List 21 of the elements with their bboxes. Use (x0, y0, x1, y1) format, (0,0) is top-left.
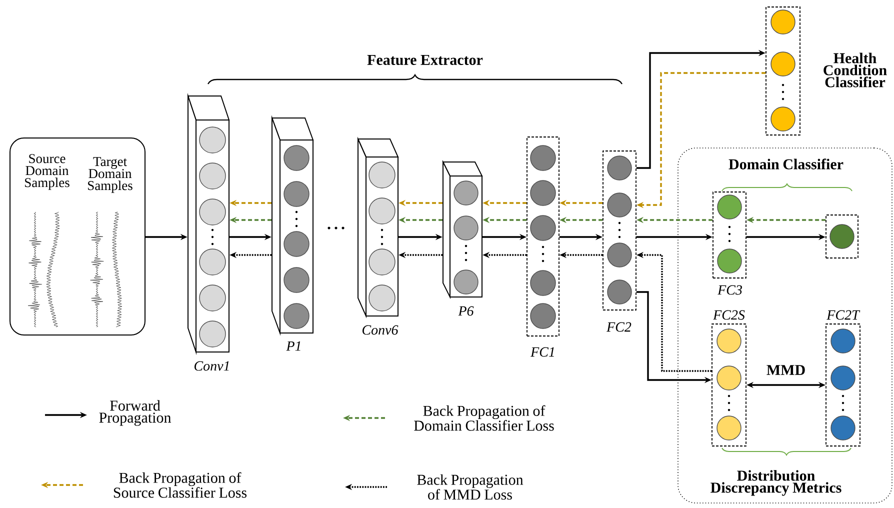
panel-text: Source Domain Samples (25, 154, 70, 190)
legend-text: Forward Propagation (99, 400, 172, 426)
layer-label: FC1 (530, 347, 554, 357)
legend-text: Back Propagation of Domain Classifier Loss (414, 405, 554, 431)
layer-label: FC2T (826, 310, 860, 320)
layer-label: Conv1 (194, 361, 229, 371)
edge-label: MMD (766, 365, 805, 375)
layer-column (826, 214, 858, 258)
layer-label: P6 (458, 306, 474, 316)
layer-label: P1 (286, 341, 300, 351)
panel-text: Target Domain Samples (88, 157, 132, 193)
layer-label: Conv6 (362, 325, 398, 335)
region-title: Distribution Discrepancy Metrics (710, 470, 842, 496)
layer-label: FC3 (717, 285, 742, 295)
legend-text: Back Propagation of Source Classifier Loss (114, 472, 247, 498)
layer-label: FC2S (712, 310, 745, 320)
legend-text: Back Propagation of MMD Loss (417, 474, 524, 500)
section-title: Feature Extractor (367, 55, 483, 65)
layer-label: FC2 (606, 322, 632, 332)
classifier-title: Health Condition Classifier (824, 52, 887, 88)
region-title: Domain Classifier (728, 158, 844, 170)
